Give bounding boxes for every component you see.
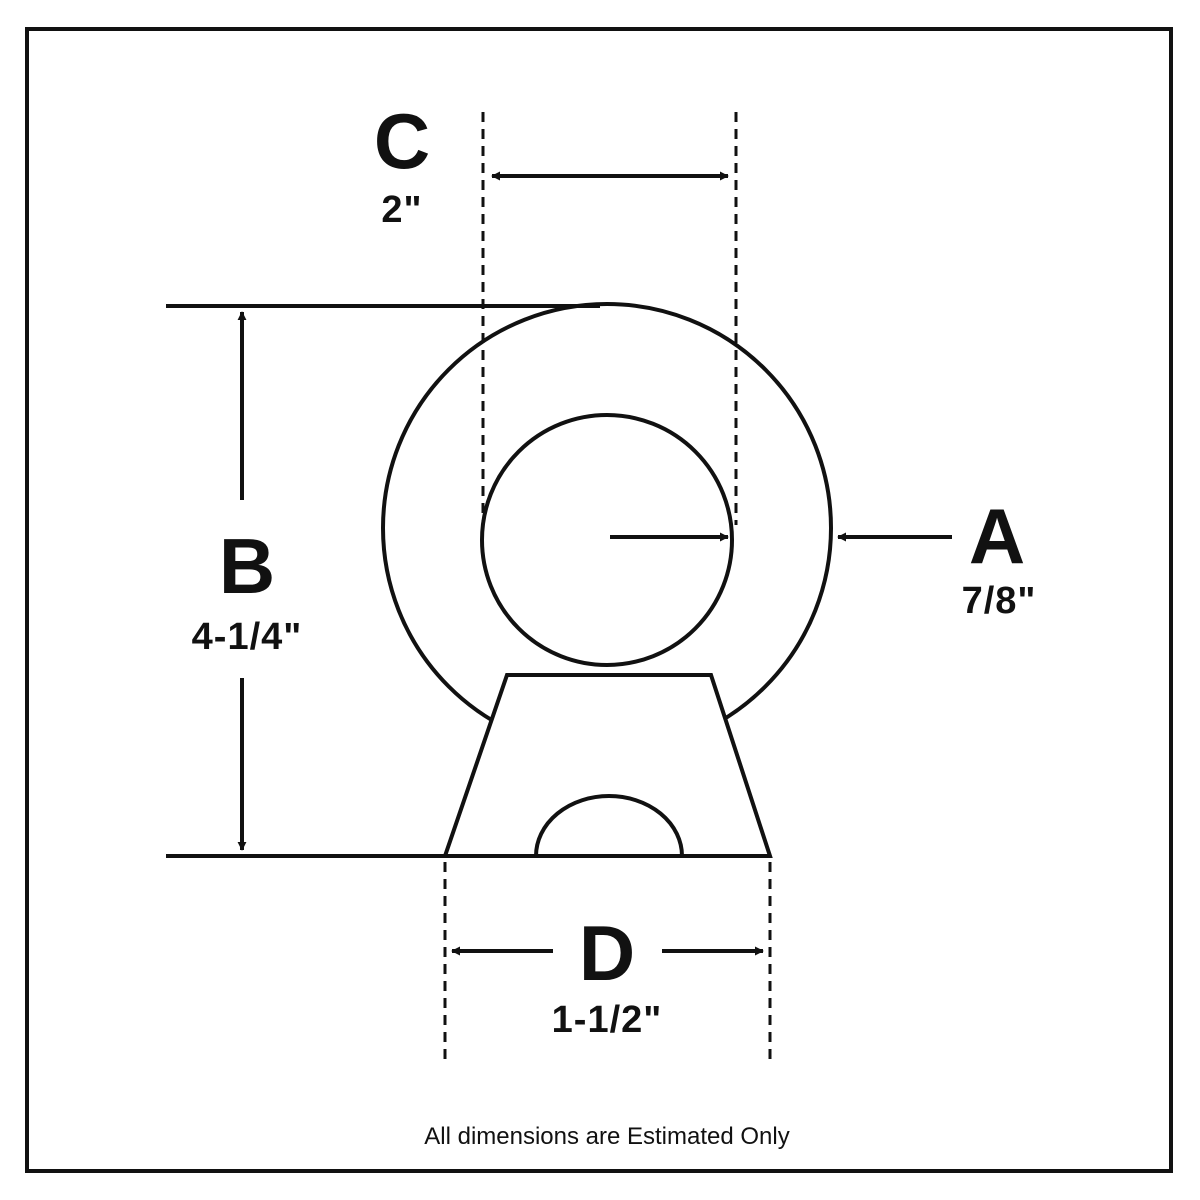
base-mask: [445, 675, 770, 856]
dim-a-letter: A: [969, 492, 1025, 580]
dim-d-value: 1-1/2": [552, 999, 663, 1041]
inner-hole: [480, 413, 734, 667]
dim-c-value: 2": [381, 189, 422, 231]
dim-d-letter: D: [579, 909, 635, 997]
dim-c-letter: C: [374, 97, 430, 185]
dim-b-value: 4-1/4": [192, 616, 303, 658]
dim-a-value: 7/8": [962, 580, 1037, 622]
trapezoid-base: [442, 673, 773, 858]
dim-b-letter: B: [219, 522, 275, 610]
diagram-frame: [25, 27, 1173, 1173]
base-arch: [534, 794, 684, 857]
estimate-footnote: All dimensions are Estimated Only: [424, 1123, 789, 1150]
